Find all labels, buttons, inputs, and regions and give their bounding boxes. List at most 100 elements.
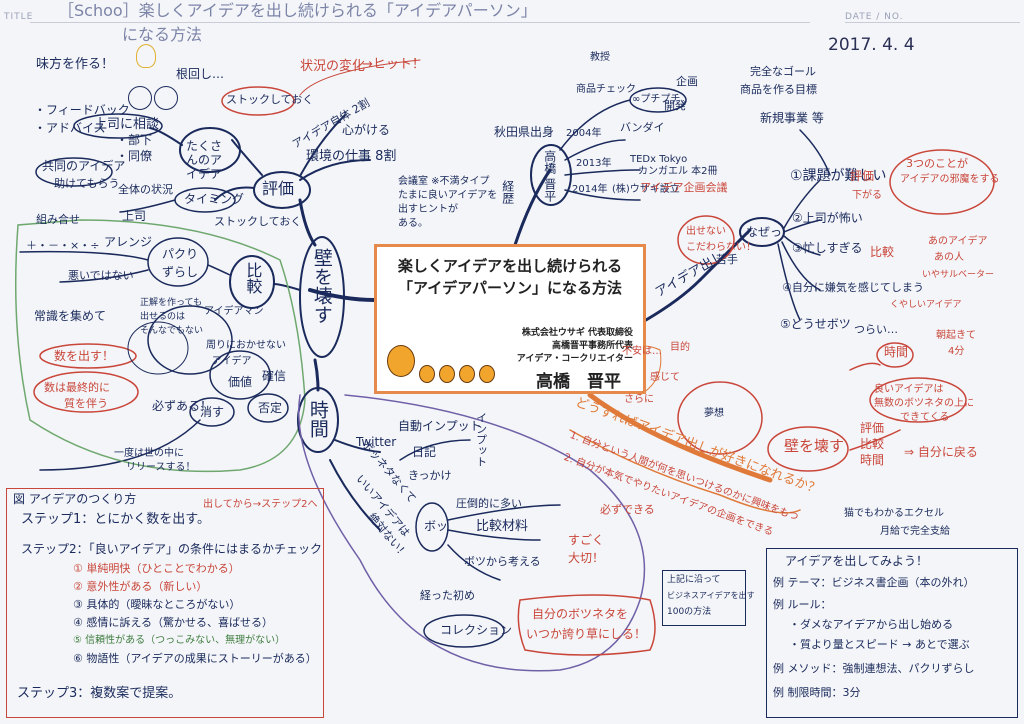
isogashi-text: ③忙しすぎる <box>792 241 863 255</box>
date-rule <box>845 22 1020 23</box>
speaker-company: 株式会社ウサギ 代表取締役 <box>521 328 633 338</box>
kettei-text: 経った初め <box>420 589 475 602</box>
jikan-r3-text: 4分 <box>948 346 965 357</box>
botsu-text: ⑤どうせボツ <box>780 317 851 331</box>
condition-1: ① 単純明快（ひとことでわかる） <box>73 562 240 575</box>
date-value: 2017. 4. 4 <box>828 35 915 55</box>
date-label: DATE / NO. <box>845 12 904 22</box>
page-title: ［Schoo］楽しくアイデアを出し続けられる「アイデアパーソン」 <box>58 1 537 20</box>
seikai2-text: 出せるのは <box>140 312 186 322</box>
branch-naze: なぜっ <box>746 225 783 239</box>
central-topic-line1: 楽しくアイデアを出し続けられる <box>397 257 623 275</box>
kaihatsu-text: 開発 <box>664 99 686 112</box>
kanchi-text: 確信 <box>262 369 287 383</box>
step2-text: ステップ2：「良いアイデア」の条件にはまるかチェック <box>21 542 323 556</box>
seikai3-text: そんなでもない <box>140 326 204 336</box>
usagi-text: (株)ウサギ設立 <box>612 184 680 195</box>
kumiawase-text: 組み合せ <box>36 213 80 226</box>
kazu2-text: 数は最終的に <box>44 381 110 394</box>
iya-saru-text: いやサルベーター <box>922 270 995 280</box>
input-text: インプット <box>474 412 488 467</box>
jouki-text: 上記に沿って <box>667 575 721 585</box>
jouki2-text: ビジネスアイデアを出す <box>667 591 755 600</box>
chick-illustration <box>459 365 475 383</box>
ted-text: TEDx Tokyo <box>630 154 688 165</box>
idea-kikaku-text: アイデア企画会議 <box>640 181 728 194</box>
yoi-idea-text: 良いアイデアは <box>874 384 944 395</box>
exercise-method: 例 メソッド：強制連想法、パクリずらし <box>773 662 975 675</box>
kanzen-text: 完全なゴール <box>750 65 816 78</box>
hitei-text: 否定 <box>258 401 283 415</box>
title-rule <box>30 22 810 23</box>
ikki-text: 必ずある！ <box>152 399 213 413</box>
condition-2: ② 意外性がある（新しい） <box>73 580 208 593</box>
kokoro-text: 心がける <box>342 123 391 137</box>
condition-4: ④ 感情に訴える（驚かせる、喜ばせる） <box>73 616 274 629</box>
konkai-text: 根回し… <box>176 67 225 81</box>
step1-note: 出してから→ステップ2へ <box>203 499 318 510</box>
feedback-text: ・フィードバック <box>34 103 130 117</box>
jibun-text: 自分のボツネタを <box>532 607 629 621</box>
advice-text: ・アドバイス <box>34 121 106 135</box>
seikai-text: 正解を作っても <box>140 298 203 308</box>
hanbai-text: 商品を作る目標 <box>740 83 817 96</box>
year2014-text: 2014年 <box>572 184 608 195</box>
mokuteki-text: 目的 <box>670 342 690 353</box>
kabe-kowasu-label: 壁を壊す <box>784 437 845 455</box>
lightbulb-icon <box>136 44 156 68</box>
getsu-text: 月給で完全支給 <box>880 526 950 537</box>
jikan-r2-text: 朝起きて <box>936 330 976 341</box>
fuman-text: 会議室 ※不満タイプ <box>398 176 490 187</box>
chick-illustration-large <box>387 345 415 377</box>
yume-text: 夢想 <box>704 408 724 419</box>
kanarazu-text: 必ずできる <box>600 503 655 516</box>
shinki-text: 新規事業 等 <box>760 111 824 125</box>
tsurai-text: つらい… <box>854 323 898 336</box>
procedure-heading: 図 アイデアのつくり方 <box>13 492 137 506</box>
kazu3-text: 質を伴う <box>64 397 108 410</box>
jousi2-text: 上司 <box>122 209 147 223</box>
kachi-text: 価値 <box>228 375 253 389</box>
jibun-kaeru-text: ⇒ 自分に戻る <box>904 445 978 459</box>
kikaku-text: 企画 <box>676 75 698 88</box>
fuman2-text: たまに良いアイデアを <box>398 190 498 201</box>
chick-illustration <box>439 365 455 383</box>
face-icon <box>154 86 178 110</box>
step1-text: ステップ1：とにかく数を出す。 <box>21 512 210 527</box>
dasenai-text: 出せない <box>686 226 726 237</box>
ano-hito-text: あの人 <box>934 252 964 263</box>
ajikata-text: 味方を作る！ <box>36 57 115 72</box>
kono-idea-text: くやしいアイデア <box>890 300 962 310</box>
kyoudou2-text: 助けてもらう <box>54 177 120 190</box>
exercise-rule1: ・ダメなアイデアから出し始める <box>789 618 954 631</box>
exercise-limit: 例 制限時間：3分 <box>773 686 861 699</box>
neko-text: 猫でもわかるエクセル <box>844 508 944 519</box>
exercise-box: アイデアを出してみよう！ 例 テーマ：ビジネス書企画（本の外れ） 例 ルール： … <box>766 548 1018 718</box>
kankyou-text: 環境の仕事 8割 <box>306 149 397 164</box>
condition-5: ⑤ 信頼性がある（つっこみない、無理がない） <box>73 635 286 646</box>
sarani-text: さらに <box>624 394 654 405</box>
kobetsu-text: ∞プチプチ <box>632 94 681 105</box>
speaker-role: アイデア・コークリエイター <box>516 354 633 364</box>
fuman-k-text: 不安は… <box>622 346 662 357</box>
branch-hikaku: 比較 <box>243 262 263 294</box>
condition-6: ⑥ 物語性（アイデアの成果にストーリーがある） <box>73 652 317 665</box>
kanji-text: 感じて <box>650 372 680 383</box>
condition-3: ③ 具体的（曖昧なところがない） <box>73 598 241 611</box>
chick-illustration <box>419 365 435 383</box>
ichido-text: 一度は世の中に <box>114 448 184 459</box>
jikan-k-text: 時間 <box>860 453 885 467</box>
kodawaranai-text: こだわらない！ <box>686 242 756 253</box>
stock-text: ストックしておく <box>226 93 314 106</box>
speaker-name: 高橋 晋平 <box>536 372 621 392</box>
hikaku-r-text: 比較 <box>870 245 895 259</box>
jidou-text: 自動インプット <box>398 419 482 433</box>
buka-text: ・部下 <box>116 133 153 147</box>
fuman4-text: ある。 <box>398 218 428 229</box>
branch-jikan: 時間 <box>306 400 329 438</box>
exercise-theme: 例 テーマ：ビジネス書企画（本の外れ） <box>773 576 975 589</box>
chick-illustration <box>479 365 495 383</box>
jouki3-text: 100の方法 <box>667 607 712 617</box>
exercise-heading: アイデアを出してみよう！ <box>785 554 929 568</box>
